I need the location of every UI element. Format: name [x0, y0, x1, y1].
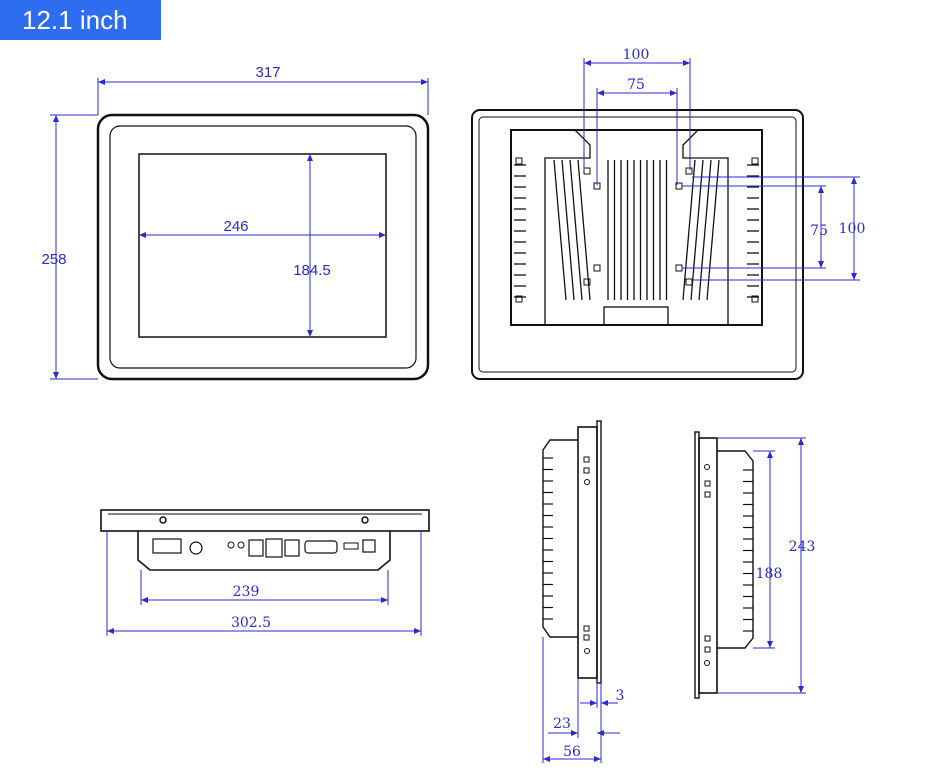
side-bracket-span-label: 188 [756, 566, 783, 582]
front-width-label: 317 [255, 64, 280, 81]
side-bezel-label: 3 [616, 688, 625, 704]
side-body-label: 23 [553, 716, 571, 732]
vesa-inner-vertical-label: 75 [810, 223, 828, 239]
vesa-inner-horizontal-label: 75 [627, 77, 645, 93]
back-view: 100 75 75 100 [471, 47, 866, 380]
bottom-view: 239 302.5 [100, 509, 430, 636]
vesa-outer-horizontal-label: 100 [623, 47, 650, 63]
title-badge: 12.1 inch [0, 0, 161, 40]
screen-height-label: 184.5 [293, 262, 331, 279]
vesa-outer-vertical-label: 100 [839, 221, 866, 237]
side-view-left: 3 23 56 [542, 420, 625, 763]
side-height-label: 243 [789, 539, 816, 555]
side-depth-label: 56 [563, 744, 581, 760]
front-height-label: 258 [41, 251, 66, 268]
screen-width-label: 246 [223, 218, 248, 235]
bottom-outer-width-label: 302.5 [231, 615, 271, 631]
side-view-right: 188 243 [694, 431, 816, 699]
bottom-inner-width-label: 239 [233, 584, 260, 600]
front-view: 317 258 246 184.5 [41, 64, 430, 381]
